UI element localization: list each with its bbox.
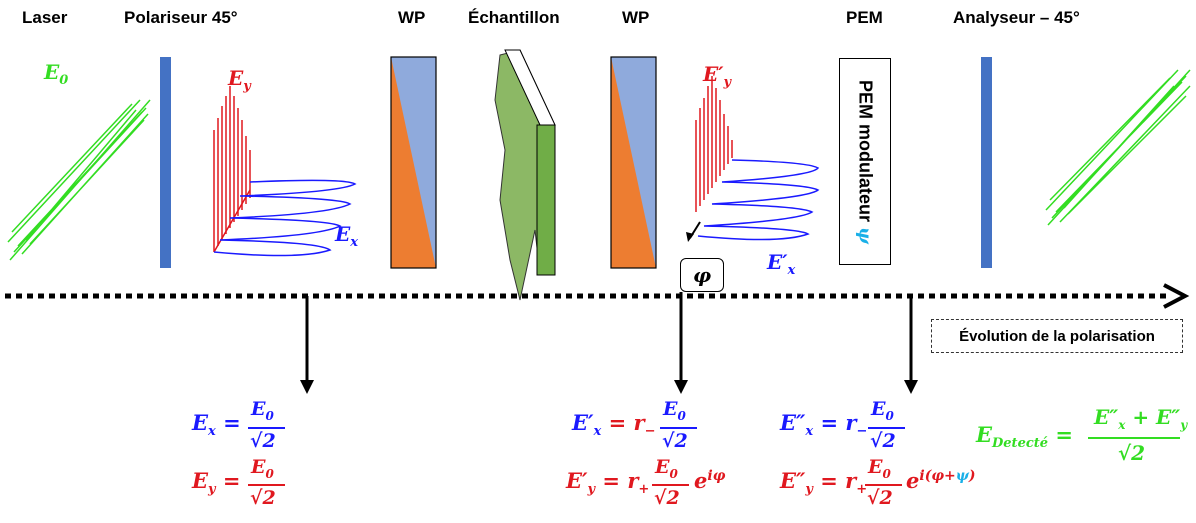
label-analyzer: Analyseur – 45° — [953, 8, 1080, 27]
sample-crystal — [494, 49, 556, 301]
laser-beam-wave — [7, 99, 151, 261]
label-waveplate-1: WP — [398, 8, 426, 27]
eq2-ey: E′y = r+ — [566, 468, 650, 498]
eq1-ex-den: √2 — [250, 430, 276, 452]
label-pem: PEM — [846, 8, 883, 27]
label-waveplate-2: WP — [622, 8, 650, 27]
eq1-ex: Ex = — [192, 410, 241, 440]
label-ex: Ex — [335, 222, 359, 250]
eq1-ey: Ey = — [192, 468, 241, 498]
eq3-ey-num: E0 — [868, 456, 891, 481]
polarizer-plate — [160, 57, 171, 268]
down-arrow-2 — [674, 292, 688, 394]
eq3-ey: E″y = r+ — [780, 468, 868, 498]
analyzer-plate — [981, 57, 992, 268]
eq3-ex: E″x = r− — [780, 410, 868, 440]
eq2-ey-exp: eiφ — [694, 468, 726, 493]
eq3-ey-exp: ei(φ+ψ) — [906, 468, 976, 493]
eq4-num: E″x + E″y — [1094, 405, 1188, 432]
label-polarizer: Polariseur 45° — [124, 8, 238, 27]
ey-wave — [213, 86, 251, 253]
eq2-ex: E′x = r− — [572, 410, 656, 440]
eq1-ex-num: E0 — [251, 398, 274, 423]
axis-arrowhead — [1163, 283, 1190, 309]
eyp-wave — [695, 76, 733, 212]
eq2-ex-den: √2 — [662, 430, 688, 452]
evolution-label: Évolution de la polarisation — [931, 319, 1183, 353]
waveplate-1 — [390, 56, 437, 269]
label-laser: Laser — [22, 8, 68, 27]
label-eyp: E′y — [703, 62, 732, 90]
label-ey: Ey — [228, 66, 251, 94]
pem-box: PEM modulateur ψ — [839, 58, 891, 265]
eq1-ey-den: √2 — [250, 487, 276, 509]
exp-wave — [697, 159, 820, 241]
eq4-den: √2 — [1118, 441, 1146, 465]
eq3-ex-num: E0 — [871, 398, 894, 423]
eq2-ey-num: E0 — [655, 456, 678, 481]
pem-box-label: PEM modulateur ψ — [854, 79, 876, 244]
label-exp: E′x — [767, 250, 796, 278]
eq1-ey-num: E0 — [251, 456, 274, 481]
eq3-ey-den: √2 — [867, 487, 893, 509]
eq2-ey-den: √2 — [654, 487, 680, 509]
down-arrow-1 — [300, 296, 314, 394]
label-e0: E0 — [44, 60, 69, 88]
ex-wave — [213, 179, 357, 257]
down-arrow-3 — [904, 296, 918, 394]
phase-box: φ — [680, 258, 724, 292]
waveplate-2 — [610, 56, 657, 269]
eq4-lhs: EDetecté = — [976, 422, 1073, 452]
label-sample: Échantillon — [468, 8, 560, 27]
output-beam-wave — [1045, 69, 1191, 226]
eq2-ex-num: E0 — [663, 398, 686, 423]
eq3-ex-den: √2 — [870, 430, 896, 452]
